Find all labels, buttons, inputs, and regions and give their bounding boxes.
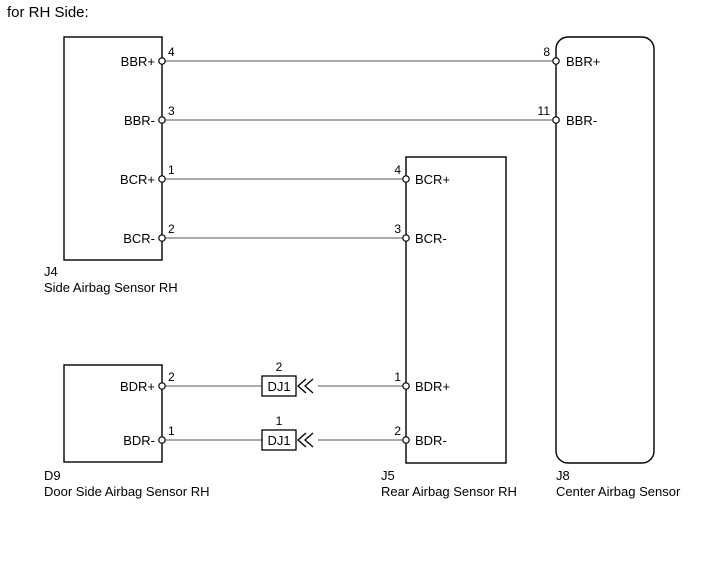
dj1-connector-code: DJ1 bbox=[267, 379, 290, 394]
pin-terminal bbox=[402, 234, 410, 242]
j4-pin-number: 3 bbox=[168, 104, 175, 118]
dj1-connector-pin: 2 bbox=[276, 360, 283, 374]
j5-pin-label: BCR- bbox=[415, 231, 447, 246]
j5-pin-label: BDR- bbox=[415, 433, 447, 448]
j5-pin-number: 2 bbox=[394, 424, 401, 438]
dj1-connector-box bbox=[261, 375, 297, 397]
j4-pin-number: 2 bbox=[168, 222, 175, 236]
pin-terminal bbox=[158, 57, 166, 65]
j5-pin-label: BDR+ bbox=[415, 379, 450, 394]
page-title: for RH Side: bbox=[7, 4, 89, 21]
j8-pin-number: 11 bbox=[538, 104, 551, 118]
j8-pin-label: BBR+ bbox=[566, 54, 600, 69]
j5-box bbox=[405, 156, 507, 464]
pin-terminal bbox=[158, 436, 166, 444]
dj1-connector-box bbox=[261, 429, 297, 451]
d9-box bbox=[63, 364, 163, 463]
j5-name: Rear Airbag Sensor RH bbox=[381, 484, 517, 499]
j8-pin-label: BBR- bbox=[566, 113, 597, 128]
j8-name: Center Airbag Sensor bbox=[556, 484, 681, 499]
dj1-connector-pin: 1 bbox=[276, 414, 283, 428]
pin-terminal bbox=[402, 436, 410, 444]
chevron-icon bbox=[304, 378, 314, 394]
j4-pin-number: 4 bbox=[168, 45, 175, 59]
chevron-icon bbox=[304, 432, 314, 448]
j5-pin-label: BCR+ bbox=[415, 172, 450, 187]
j5-pin-number: 3 bbox=[394, 222, 401, 236]
j4-pin-label: BCR+ bbox=[120, 172, 155, 187]
j4-pin-label: BBR+ bbox=[121, 54, 155, 69]
j5-pin-number: 1 bbox=[394, 370, 401, 384]
chevron-icon bbox=[297, 432, 307, 448]
pin-terminal bbox=[158, 116, 166, 124]
d9-pin-label: BDR+ bbox=[120, 379, 155, 394]
pin-terminal bbox=[158, 234, 166, 242]
pin-terminal bbox=[552, 57, 560, 65]
j4-pin-number: 1 bbox=[168, 163, 175, 177]
j4-pin-label: BBR- bbox=[124, 113, 155, 128]
j4-code: J4 bbox=[44, 264, 58, 279]
pin-terminal bbox=[402, 382, 410, 390]
j4-box bbox=[63, 36, 163, 261]
pin-terminal bbox=[158, 382, 166, 390]
j4-name: Side Airbag Sensor RH bbox=[44, 280, 178, 295]
j5-pin-number: 4 bbox=[394, 163, 401, 177]
d9-code: D9 bbox=[44, 468, 61, 483]
d9-pin-number: 2 bbox=[168, 370, 175, 384]
j4-pin-label: BCR- bbox=[123, 231, 155, 246]
pin-terminal bbox=[402, 175, 410, 183]
d9-pin-number: 1 bbox=[168, 424, 175, 438]
pin-terminal bbox=[158, 175, 166, 183]
j8-box bbox=[555, 36, 655, 464]
j8-code: J8 bbox=[556, 468, 570, 483]
dj1-connector-code: DJ1 bbox=[267, 433, 290, 448]
d9-name: Door Side Airbag Sensor RH bbox=[44, 484, 209, 499]
j5-code: J5 bbox=[381, 468, 395, 483]
d9-pin-label: BDR- bbox=[123, 433, 155, 448]
chevron-icon bbox=[297, 378, 307, 394]
pin-terminal bbox=[552, 116, 560, 124]
j8-pin-number: 8 bbox=[543, 45, 550, 59]
